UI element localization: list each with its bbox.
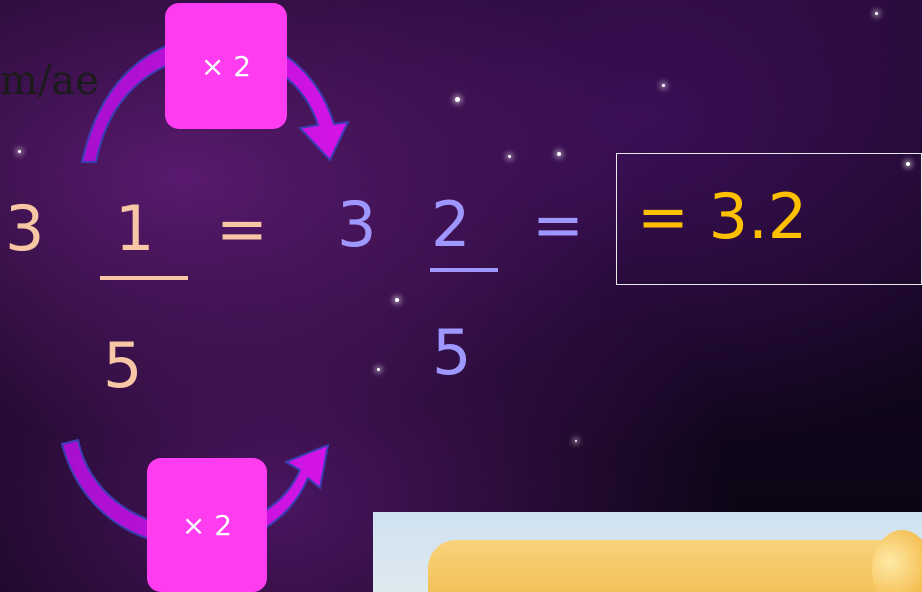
star (906, 162, 910, 166)
left-whole-number: 3 (5, 192, 45, 265)
star (875, 12, 878, 15)
bottom-multiplier-box: × 2 (147, 458, 267, 592)
left-denominator: 5 (103, 329, 143, 402)
partial-url-text: m/ae (0, 58, 99, 104)
partial-image (373, 512, 922, 592)
star (508, 155, 511, 158)
equals-sign-1: = (216, 192, 268, 265)
star (662, 84, 665, 87)
star (557, 152, 561, 156)
left-fraction-bar (100, 276, 188, 280)
result-value: = 3.2 (637, 180, 808, 253)
top-multiplier-box: × 2 (165, 3, 287, 129)
star (575, 440, 577, 442)
left-numerator: 1 (115, 192, 155, 265)
equals-sign-2: = (532, 188, 584, 261)
star (377, 368, 380, 371)
right-numerator: 2 (431, 188, 471, 261)
image-card (428, 540, 908, 592)
star (455, 97, 460, 102)
right-denominator: 5 (432, 316, 472, 389)
image-edge (872, 530, 922, 592)
star (18, 150, 21, 153)
right-fraction-bar (430, 268, 498, 272)
star (395, 298, 399, 302)
result-box: = 3.2 (616, 153, 922, 285)
right-whole-number: 3 (337, 188, 377, 261)
